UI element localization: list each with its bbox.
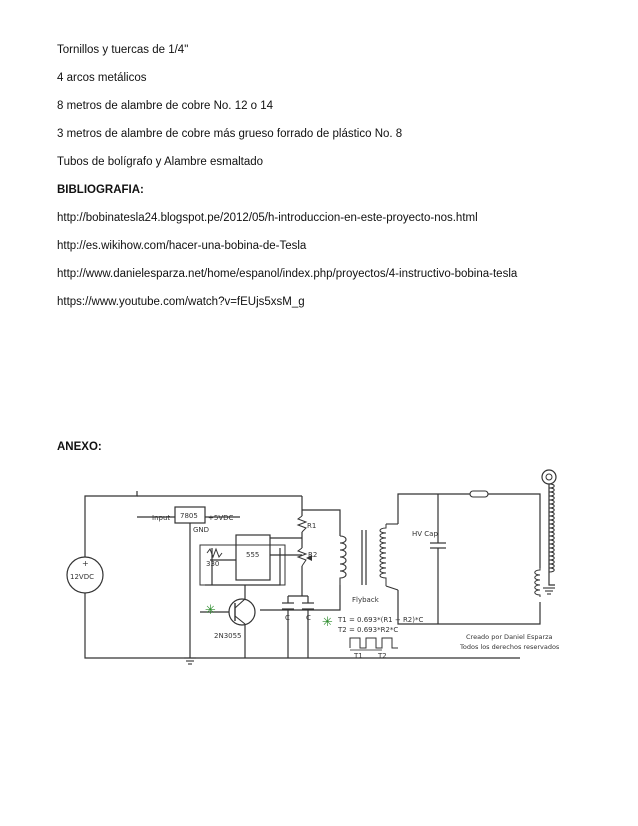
- regulator-label: 7805: [180, 512, 198, 520]
- ic-555-box: [235, 534, 271, 581]
- flyback-secondary-icon: [379, 524, 387, 586]
- flyback-label: Flyback: [352, 596, 380, 604]
- bibliography-link-1[interactable]: http://bobinatesla24.blogspot.pe/2012/05…: [57, 212, 478, 224]
- materials-item-1: Tornillos y tuercas de 1/4": [57, 44, 189, 56]
- formula-t2: T2 = 0.693*R2*C: [337, 626, 398, 634]
- wave-t1-label: T1: [353, 652, 363, 660]
- formula-t1: T1 = 0.693*(R1 + R2)*C: [337, 616, 423, 624]
- regulator-box: [174, 506, 206, 524]
- ground-icon: [184, 657, 196, 665]
- ic-555-label: 555: [246, 551, 259, 559]
- materials-item-3: 8 metros de alambre de cobre No. 12 o 14: [57, 100, 274, 112]
- bibliography-heading: BIBLIOGRAFIA:: [57, 184, 144, 196]
- spark-gap-icon: [469, 490, 489, 498]
- spark-icon: ✳: [322, 615, 333, 630]
- r2-label: R2: [308, 551, 317, 559]
- tesla-primary-coil-icon: [534, 568, 541, 597]
- toroid-icon: [541, 469, 557, 485]
- annex-heading: ANEXO:: [57, 441, 102, 453]
- resistor-r1-icon: [296, 515, 308, 533]
- bibliography-link-2[interactable]: http://es.wikihow.com/hacer-una-bobina-d…: [57, 240, 307, 252]
- resistor-330-icon: [206, 547, 223, 559]
- spark-icon: ✳: [205, 603, 216, 618]
- r2-wiper-icon: [306, 555, 312, 561]
- transistor-label: 2N3055: [214, 632, 242, 640]
- bibliography-link-3[interactable]: http://www.danielesparza.net/home/espano…: [57, 268, 518, 280]
- ic-outer-frame: [199, 544, 286, 586]
- battery-plus-icon: +: [82, 559, 89, 568]
- materials-item-5: Tubos de bolígrafo y Alambre esmaltado: [57, 156, 264, 168]
- resistor-330-label: 330: [206, 560, 219, 568]
- vout-label: +5VDC: [208, 514, 233, 522]
- credit-line-2: Todos los derechos reservados: [459, 643, 560, 651]
- cap-label-2: C: [306, 614, 311, 622]
- battery-label: 12VDC: [70, 573, 94, 581]
- gnd-label: GND: [193, 526, 209, 534]
- hvcap-label: HV Cap: [412, 530, 438, 538]
- r1-label: R1: [307, 522, 316, 530]
- square-wave-icon: [349, 637, 398, 649]
- credit-line-1: Creado por Daniel Esparza: [466, 633, 553, 641]
- ground-icon: [543, 587, 555, 595]
- resistor-r2-icon: [296, 547, 308, 567]
- tesla-secondary-coil-icon: [548, 483, 555, 573]
- flyback-primary-icon: [339, 535, 347, 585]
- input-label: Input: [152, 514, 170, 522]
- cap-label-1: C: [285, 614, 290, 622]
- bibliography-link-4[interactable]: https://www.youtube.com/watch?v=fEUjs5xs…: [57, 296, 305, 308]
- materials-item-2: 4 arcos metálicos: [57, 72, 147, 84]
- materials-item-4: 3 metros de alambre de cobre más grueso …: [57, 128, 403, 140]
- wave-t2-label: T2: [377, 652, 387, 660]
